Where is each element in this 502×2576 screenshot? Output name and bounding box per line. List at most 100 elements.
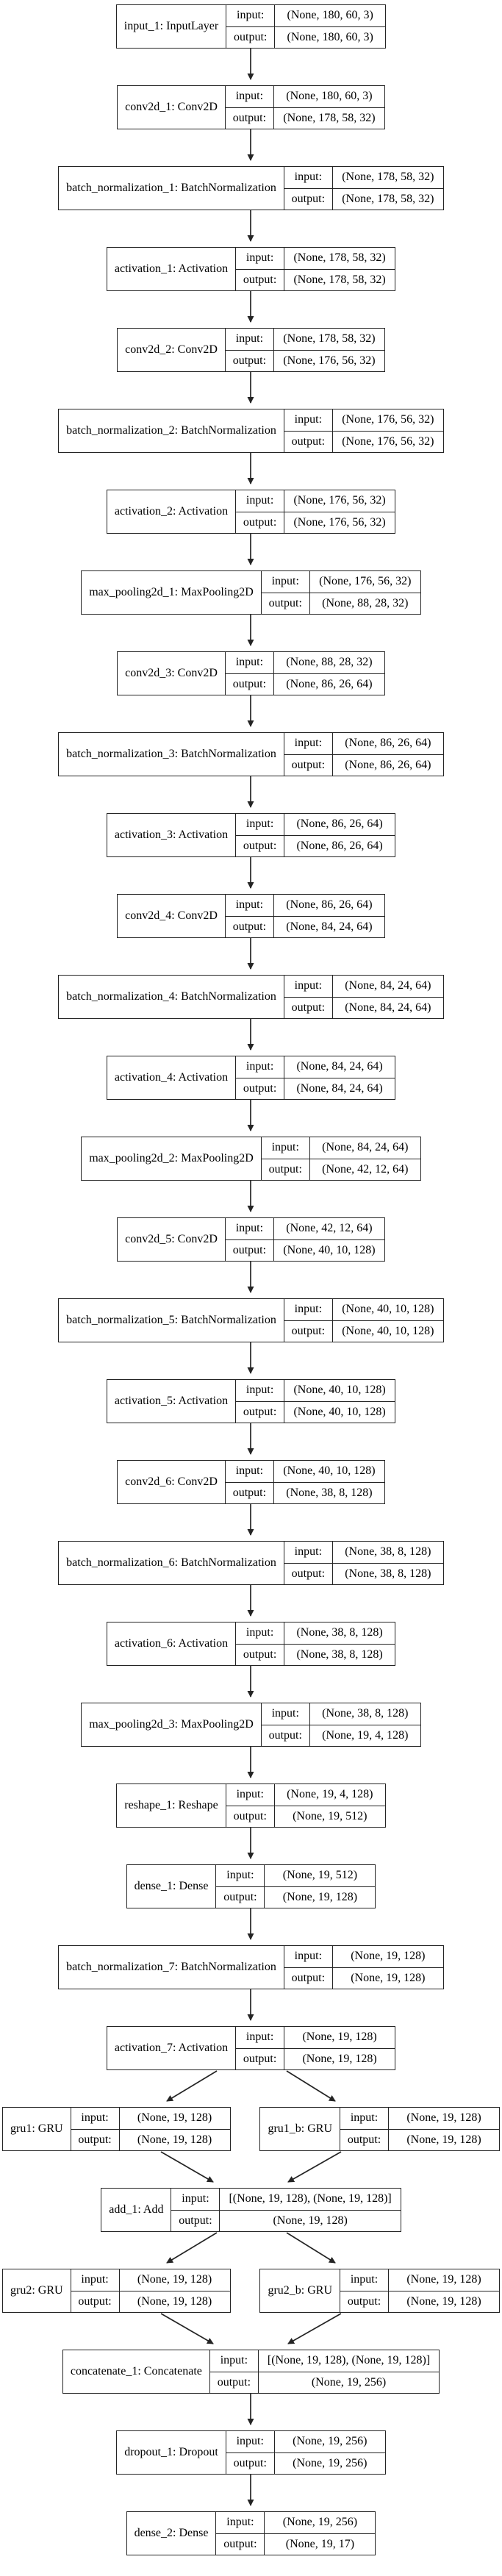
edge-down-arrow [247, 1828, 254, 1859]
input-row: input: (None, 88, 28, 32) [226, 652, 384, 673]
input-row: input: (None, 178, 58, 32) [226, 329, 384, 350]
edge-down-arrow [247, 291, 254, 323]
input-shape-value: (None, 84, 24, 64) [296, 1060, 383, 1073]
edge-down-arrow [247, 1504, 254, 1536]
edge-down-arrow [247, 2475, 254, 2506]
input-shape-value: (None, 19, 128) [302, 2031, 377, 2044]
output-key-label: output: [262, 1159, 310, 1180]
input-row: input: (None, 19, 256) [216, 2512, 375, 2533]
output-shape-value: (None, 180, 60, 3) [287, 30, 373, 43]
layer-name-label: batch_normalization_2: BatchNormalizatio… [59, 409, 284, 452]
layer-name-label: conv2d_5: Conv2D [118, 1218, 226, 1261]
output-key-label: output: [226, 2452, 275, 2474]
layer-name-label: dropout_1: Dropout [117, 2431, 226, 2474]
diagram-row: conv2d_1: Conv2D input: (None, 180, 60, … [0, 85, 502, 129]
output-key-label: output: [71, 2129, 120, 2150]
io-table: input: (None, 19, 128) output: (None, 19… [284, 1946, 443, 1989]
io-table: input: (None, 19, 128) output: (None, 19… [71, 2269, 230, 2312]
io-table: input: [(None, 19, 128), (None, 19, 128)… [171, 2189, 401, 2231]
diagram-row: activation_3: Activation input: (None, 8… [0, 813, 502, 857]
diagram-row: gru2: GRU input: (None, 19, 128) output:… [0, 2269, 502, 2313]
output-key-label: output: [236, 1401, 285, 1423]
io-table: input: (None, 176, 56, 32) output: (None… [261, 571, 420, 614]
input-key-label: input: [171, 2189, 220, 2210]
layer-name-label: gru1_b: GRU [260, 2108, 340, 2150]
layer-node-conv2d-2: conv2d_2: Conv2D input: (None, 178, 58, … [117, 328, 385, 372]
output-key-label: output: [226, 26, 276, 48]
io-table: input: (None, 19, 128) output: (None, 19… [340, 2108, 499, 2150]
output-shape-value: (None, 176, 56, 32) [342, 434, 434, 448]
layer-name-label: input_1: InputLayer [117, 5, 227, 48]
input-key-label: input: [284, 1946, 333, 1967]
edge-down-arrow [247, 129, 254, 161]
diagram-row: activation_2: Activation input: (None, 1… [0, 490, 502, 534]
layer-node-conv2d-5: conv2d_5: Conv2D input: (None, 42, 12, 6… [117, 1217, 385, 1262]
input-key-label: input: [236, 1056, 285, 1078]
io-table: input: (None, 40, 10, 128) output: (None… [225, 1461, 384, 1503]
input-row: input: (None, 38, 8, 128) [284, 1542, 443, 1563]
layer-name-label: activation_6: Activation [107, 1622, 237, 1665]
output-row: output: (None, 19, 512) [226, 1805, 385, 1827]
output-row: output: (None, 40, 10, 128) [284, 1320, 443, 1342]
output-shape-value: (None, 86, 26, 64) [286, 677, 373, 690]
output-row: output: (None, 178, 58, 32) [225, 107, 384, 129]
layer-node-concatenate-1: concatenate_1: Concatenate input: [(None… [62, 2350, 440, 2394]
output-shape-value: (None, 178, 58, 32) [283, 111, 376, 124]
input-row: input: (None, 86, 26, 64) [236, 814, 395, 835]
diagram-row: batch_normalization_2: BatchNormalizatio… [0, 409, 502, 453]
layer-name-label: batch_normalization_5: BatchNormalizatio… [59, 1299, 284, 1342]
output-key-label: output: [236, 2048, 285, 2069]
input-row: input: (None, 19, 4, 128) [226, 1784, 385, 1806]
layer-name-label: reshape_1: Reshape [117, 1784, 226, 1827]
input-row: input: (None, 84, 24, 64) [284, 976, 443, 997]
input-shape-value: (None, 178, 58, 32) [293, 251, 386, 265]
output-row: output: (None, 86, 26, 64) [284, 754, 443, 776]
layer-node-add-1: add_1: Add input: [(None, 19, 128), (Non… [101, 2188, 401, 2232]
layer-name-label: batch_normalization_3: BatchNormalizatio… [59, 733, 284, 776]
input-shape-value: (None, 42, 12, 64) [286, 1222, 373, 1235]
input-row: input: [(None, 19, 128), (None, 19, 128)… [210, 2350, 439, 2372]
input-key-label: input: [236, 1622, 285, 1644]
layer-node-batch-normalization-5: batch_normalization_5: BatchNormalizatio… [58, 1298, 444, 1342]
output-row: output: (None, 19, 256) [209, 2371, 440, 2393]
io-table: input: (None, 19, 128) output: (None, 19… [71, 2108, 230, 2150]
input-shape-value: (None, 19, 128) [406, 2111, 481, 2125]
input-row: input: (None, 40, 10, 128) [236, 1380, 395, 1401]
input-shape-value: (None, 180, 60, 3) [287, 9, 373, 22]
edge-down-arrow [247, 453, 254, 484]
layer-node-batch-normalization-4: batch_normalization_4: BatchNormalizatio… [58, 975, 444, 1019]
input-row: input: (None, 19, 128) [340, 2108, 499, 2129]
layer-node-input-1: input_1: InputLayer input: (None, 180, 6… [115, 4, 387, 49]
diagram-row: gru1: GRU input: (None, 19, 128) output:… [0, 2107, 502, 2151]
input-row: input: (None, 42, 12, 64) [226, 1218, 384, 1239]
diagram-row: max_pooling2d_3: MaxPooling2D input: (No… [0, 1703, 502, 1747]
input-shape-value: (None, 38, 8, 128) [296, 1626, 383, 1639]
layer-name-label: gru1: GRU [3, 2108, 71, 2150]
input-shape-value: (None, 38, 8, 128) [322, 1707, 409, 1720]
layer-name-label: conv2d_2: Conv2D [118, 329, 226, 371]
output-shape-value: (None, 84, 24, 64) [345, 1001, 431, 1014]
diagram-row: batch_normalization_3: BatchNormalizatio… [0, 732, 502, 776]
edge-down-arrow [247, 1908, 254, 1940]
edge-down-arrow [247, 615, 254, 646]
layer-node-activation-4: activation_4: Activation input: (None, 8… [106, 1056, 396, 1100]
output-row: output: (None, 176, 56, 32) [225, 349, 384, 371]
output-shape-value: (None, 19, 128) [273, 2214, 348, 2227]
output-row: output: (None, 86, 26, 64) [225, 673, 384, 695]
output-shape-value: (None, 88, 28, 32) [322, 596, 409, 609]
diagram-row: activation_6: Activation input: (None, 3… [0, 1622, 502, 1666]
io-table: input: (None, 38, 8, 128) output: (None,… [236, 1622, 395, 1665]
output-key-label: output: [226, 1482, 274, 1503]
output-key-label: output: [284, 754, 333, 776]
layer-name-label: gru2_b: GRU [260, 2269, 340, 2312]
io-table: input: (None, 40, 10, 128) output: (None… [284, 1299, 443, 1342]
diagram-row: batch_normalization_7: BatchNormalizatio… [0, 1945, 502, 1989]
output-key-label: output: [262, 1725, 310, 1746]
input-shape-value: (None, 176, 56, 32) [342, 413, 434, 426]
output-shape-value: (None, 38, 8, 128) [286, 1486, 373, 1499]
layer-node-max-pooling2d-1: max_pooling2d_1: MaxPooling2D input: (No… [81, 570, 421, 615]
input-row: input: (None, 180, 60, 3) [226, 86, 384, 107]
output-row: output: (None, 19, 4, 128) [261, 1724, 420, 1746]
input-key-label: input: [226, 329, 274, 350]
diagram-row: activation_4: Activation input: (None, 8… [0, 1056, 502, 1100]
